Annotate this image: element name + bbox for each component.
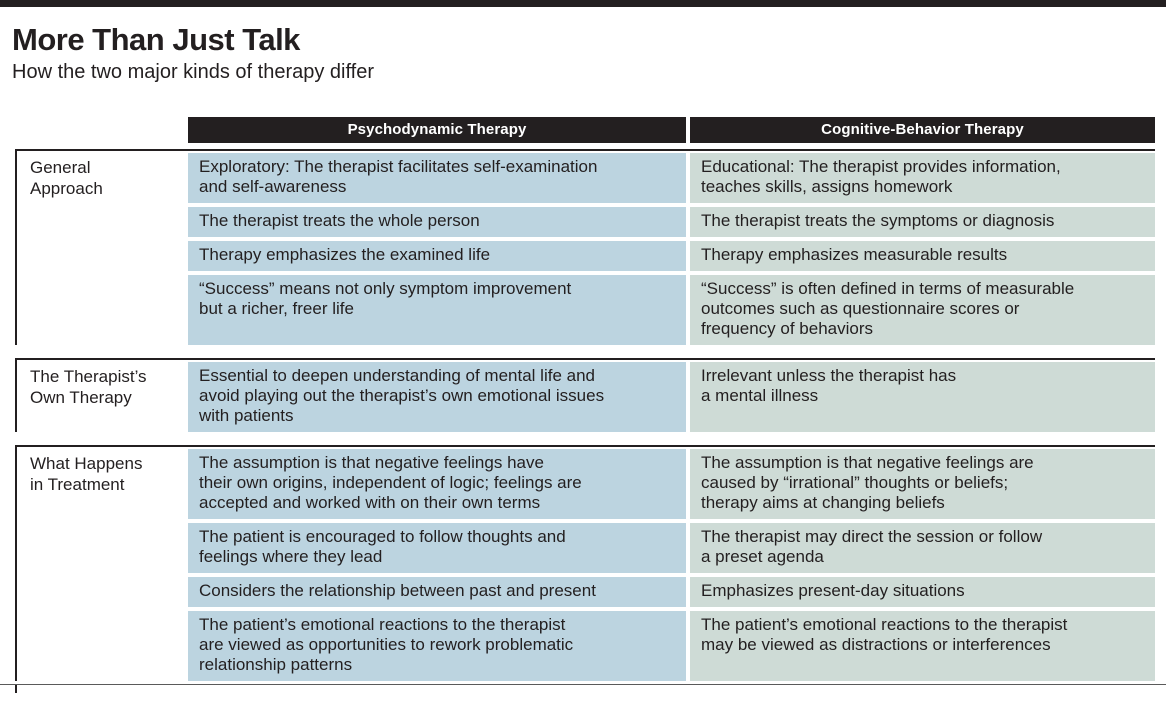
psychodynamic-cell: Considers the relationship between past … — [188, 577, 686, 607]
cbt-cell: The assumption is that negative feelings… — [690, 449, 1155, 519]
section-label — [17, 241, 188, 271]
table-row: Considers the relationship between past … — [17, 577, 1155, 607]
table-row: The patient is encouraged to follow thou… — [17, 523, 1155, 573]
section-label — [17, 611, 188, 681]
psychodynamic-cell: Exploratory: The therapist facilitates s… — [188, 153, 686, 203]
column-header-psychodynamic: Psychodynamic Therapy — [188, 117, 686, 143]
cbt-cell: The therapist treats the symptoms or dia… — [690, 207, 1155, 237]
bottom-rule-stub — [15, 685, 17, 693]
section-label: What Happens in Treatment — [17, 449, 188, 519]
cbt-cell: Therapy emphasizes measurable results — [690, 241, 1155, 271]
table-row: The patient’s emotional reactions to the… — [17, 611, 1155, 681]
table-header-row: Psychodynamic Therapy Cognitive-Behavior… — [15, 117, 1155, 143]
table-row: “Success” means not only symptom improve… — [17, 275, 1155, 345]
cbt-cell: “Success” is often defined in terms of m… — [690, 275, 1155, 345]
psychodynamic-cell: Therapy emphasizes the examined life — [188, 241, 686, 271]
page-title: More Than Just Talk — [12, 22, 300, 57]
bottom-rule — [0, 684, 1166, 685]
column-header-cbt: Cognitive-Behavior Therapy — [690, 117, 1155, 143]
section-label — [17, 207, 188, 237]
section-label — [17, 275, 188, 345]
psychodynamic-cell: Essential to deepen understanding of men… — [188, 362, 686, 432]
cbt-cell: Educational: The therapist provides info… — [690, 153, 1155, 203]
psychodynamic-cell: The assumption is that negative feelings… — [188, 449, 686, 519]
comparison-table: Psychodynamic Therapy Cognitive-Behavior… — [15, 117, 1155, 681]
psychodynamic-cell: The patient’s emotional reactions to the… — [188, 611, 686, 681]
page-subtitle: How the two major kinds of therapy diffe… — [12, 61, 375, 83]
psychodynamic-cell: The patient is encouraged to follow thou… — [188, 523, 686, 573]
cbt-cell: The therapist may direct the session or … — [690, 523, 1155, 573]
top-rule — [0, 0, 1166, 7]
cbt-cell: Irrelevant unless the therapist has a me… — [690, 362, 1155, 432]
cbt-cell: The patient’s emotional reactions to the… — [690, 611, 1155, 681]
masthead: More Than Just Talk How the two major ki… — [0, 7, 1166, 84]
header-spacer — [15, 117, 188, 143]
psychodynamic-cell: The therapist treats the whole person — [188, 207, 686, 237]
section-label — [17, 523, 188, 573]
psychodynamic-cell: “Success” means not only symptom improve… — [188, 275, 686, 345]
section-label: The Therapist’s Own Therapy — [17, 362, 188, 432]
section-label: General Approach — [17, 153, 188, 203]
section-label — [17, 577, 188, 607]
cbt-cell: Emphasizes present-day situations — [690, 577, 1155, 607]
